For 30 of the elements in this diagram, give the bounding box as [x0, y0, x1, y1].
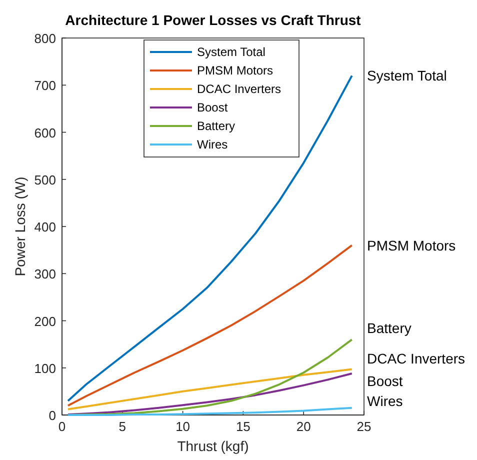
- tick-label: 0: [58, 419, 66, 434]
- tick-label: 300: [34, 266, 56, 282]
- legend-label: Battery: [197, 119, 236, 133]
- tick-label: 200: [34, 314, 56, 329]
- chart-title: Architecture 1 Power Losses vs Craft Thrust: [65, 12, 361, 28]
- axis-title: Thrust (kgf): [177, 438, 249, 454]
- legend-label: Wires: [197, 138, 228, 152]
- tick-label: 15: [236, 419, 250, 434]
- legend-label: DCAC Inverters: [197, 82, 282, 96]
- tick-label: 0: [48, 408, 56, 423]
- line-label: PMSM Motors: [367, 237, 456, 254]
- line-label: Wires: [367, 392, 403, 409]
- tick-label: 500: [34, 172, 56, 188]
- tick-label: 25: [356, 419, 372, 434]
- tick-label: 400: [34, 220, 56, 234]
- legend-label: Boost: [197, 100, 228, 114]
- legend-label: System Total: [197, 45, 266, 59]
- tick-label: 100: [34, 360, 56, 376]
- axis-title: Power Loss (W): [12, 176, 28, 276]
- tick-label: 20: [296, 419, 311, 434]
- tick-label: 5: [118, 419, 126, 434]
- line-label: Boost: [367, 373, 403, 390]
- line-label: DCAC Inverters: [367, 350, 466, 366]
- legend-label: PMSM Motors: [197, 64, 274, 78]
- tick-label: 600: [34, 125, 56, 140]
- tick-label: 800: [34, 31, 56, 46]
- tick-label: 700: [34, 78, 56, 94]
- line-label: System Total: [367, 68, 447, 84]
- tick-label: 10: [176, 419, 190, 434]
- line-label: Battery: [367, 320, 412, 336]
